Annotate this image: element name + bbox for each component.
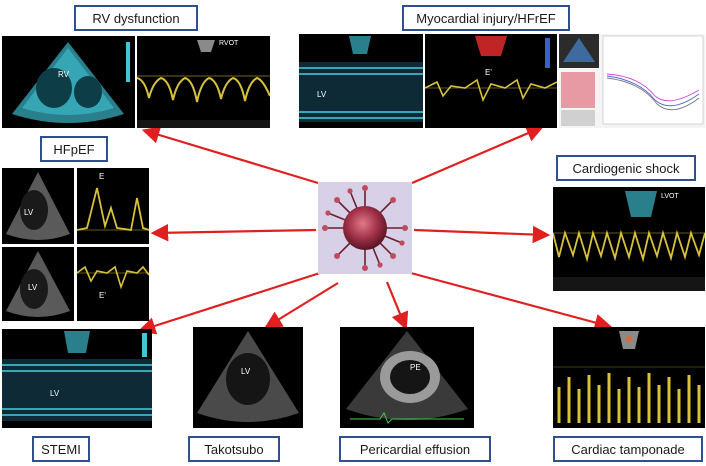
arrow-hfpef xyxy=(150,223,317,242)
text-lv-takotsubo: LV xyxy=(241,367,251,376)
text-pe: PE xyxy=(410,363,421,372)
doppler-e-wave: E xyxy=(77,168,149,244)
echo-takotsubo: LV xyxy=(193,327,303,428)
text-lv-hfref: LV xyxy=(317,90,327,99)
strain-panel xyxy=(559,34,705,128)
doppler-rvot: RVOT xyxy=(137,36,270,128)
text-e: E xyxy=(99,172,105,181)
label-cardiogenic-shock: Cardiogenic shock xyxy=(556,155,696,181)
arrow-cardiogenic-shock xyxy=(413,225,551,244)
virus-image xyxy=(318,182,412,274)
label-cardiac-tamponade: Cardiac tamponade xyxy=(553,436,703,462)
tdi-eprime: E' xyxy=(425,34,557,128)
echo-pericardial-effusion: PE xyxy=(340,327,474,428)
text-eprime-hfref: E' xyxy=(485,68,492,77)
text-rv: RV xyxy=(58,70,69,79)
text-eprime-hfpef: E' xyxy=(99,291,106,300)
echo-rv-apical: RV xyxy=(2,36,135,128)
label-hfpef: HFpEF xyxy=(40,136,108,162)
text-lvot: LVOT xyxy=(661,193,679,200)
echo-lv-hfpef-bottom: LV xyxy=(2,247,74,321)
tdi-eprime-hfpef: E' xyxy=(77,247,149,321)
doppler-lvot: LVOT xyxy=(553,187,705,291)
label-pericardial-effusion: Pericardial effusion xyxy=(339,436,491,462)
text-lv-stemi: LV xyxy=(50,389,60,398)
arrow-stemi xyxy=(137,270,324,335)
arrow-myocardial-injury xyxy=(411,125,545,185)
coronavirus-icon xyxy=(322,185,408,271)
arrow-rv-dysfunction xyxy=(141,126,319,185)
text-lv-hfpef-bottom: LV xyxy=(28,283,38,292)
mmode-lv-stemi: LV xyxy=(2,329,152,428)
text-lv-hfpef-top: LV xyxy=(24,208,34,217)
arrow-takotsubo xyxy=(264,282,339,329)
text-rvot: RVOT xyxy=(219,40,239,47)
mmode-lv-hfref: LV xyxy=(299,34,423,128)
arrow-cardiac-tamponade xyxy=(406,270,613,332)
label-stemi: STEMI xyxy=(32,436,90,462)
echo-lv-hfpef-top: LV xyxy=(2,168,74,244)
label-rv-dysfunction: RV dysfunction xyxy=(74,5,198,31)
arrow-pericardial-effusion xyxy=(385,281,409,331)
doppler-cardiac-tamponade xyxy=(553,327,705,428)
label-myocardial-injury: Myocardial injury/HFrEF xyxy=(402,5,570,31)
label-takotsubo: Takotsubo xyxy=(188,436,280,462)
